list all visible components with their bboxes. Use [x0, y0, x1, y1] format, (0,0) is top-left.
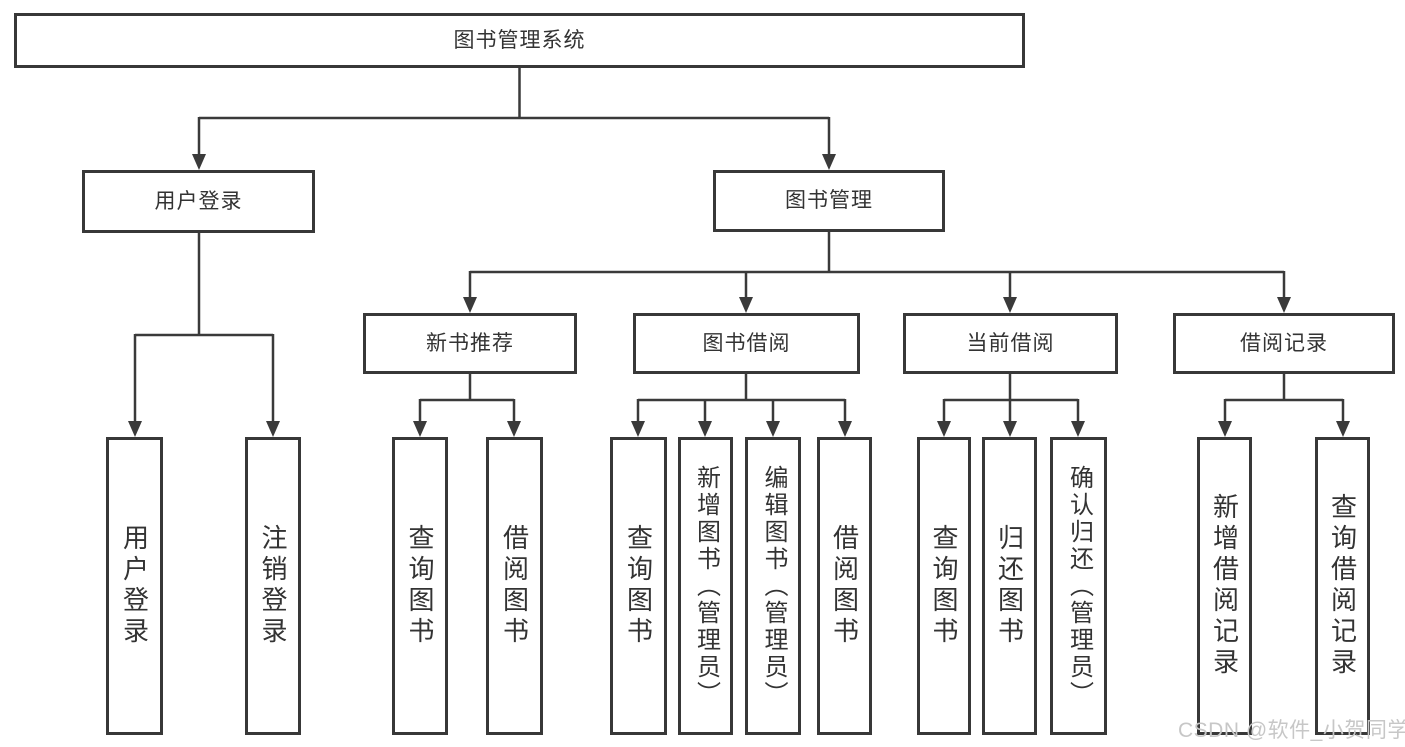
node-book-borrow: 图书借阅	[633, 313, 860, 374]
leaf-user-login: 用户登录	[106, 437, 163, 735]
leaf-borrow-book: 借阅图书	[817, 437, 872, 735]
leaf-logout: 注销登录	[245, 437, 301, 735]
leaf-query-borrow-record: 查询借阅记录	[1315, 437, 1370, 735]
node-book-management: 图书管理	[713, 170, 945, 232]
leaf-query-book-recommend: 查询图书	[392, 437, 448, 735]
connector-paths	[133, 68, 1345, 422]
leaf-add-borrow-record: 新增借阅记录	[1197, 437, 1252, 735]
leaf-borrow-book-recommend: 借阅图书	[486, 437, 543, 735]
leaf-query-book-current: 查询图书	[917, 437, 971, 735]
node-borrow-records: 借阅记录	[1173, 313, 1395, 374]
leaf-add-book-admin: 新增图书（管理员）	[678, 437, 733, 735]
node-current-borrow: 当前借阅	[903, 313, 1118, 374]
leaf-query-book-borrow: 查询图书	[610, 437, 667, 735]
node-user-login: 用户登录	[82, 170, 315, 233]
leaf-return-book: 归还图书	[982, 437, 1037, 735]
csdn-watermark: CSDN @软件_小贺同学	[1178, 719, 1405, 742]
node-root: 图书管理系统	[14, 13, 1025, 68]
leaf-confirm-return-admin: 确认归还（管理员）	[1050, 437, 1107, 735]
leaf-edit-book-admin: 编辑图书（管理员）	[745, 437, 801, 735]
arrowheads	[128, 154, 1350, 437]
node-new-book-recommend: 新书推荐	[363, 313, 577, 374]
